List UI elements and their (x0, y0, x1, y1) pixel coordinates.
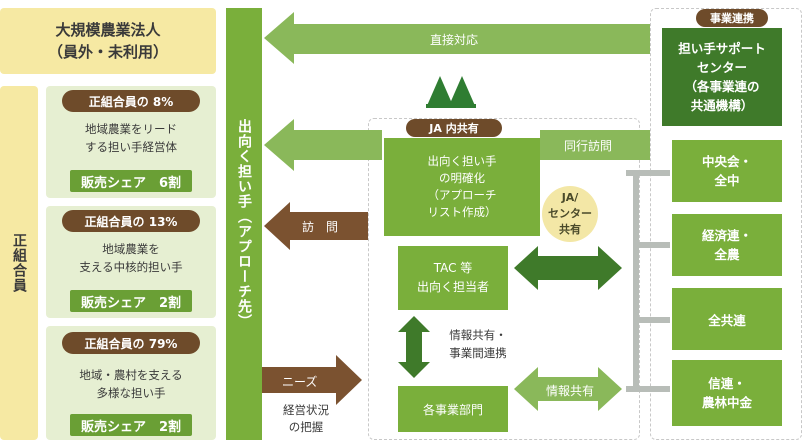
org-4-line1: 信連・ (708, 376, 746, 391)
accompany-extension (540, 130, 650, 160)
group-desc-1: 地域農業をリード する担い手経営体 (46, 120, 216, 156)
support-title-1: 担い手サポート (678, 41, 766, 56)
outreach-column-label: 出向く担い手（アプローチ先） (236, 119, 252, 329)
direct-arrow (264, 12, 650, 64)
group-desc-3a: 地域・農村を支える (79, 368, 183, 382)
support-title-2: センター (696, 60, 747, 75)
share-bar-3: 販売シェア 2割 (70, 414, 192, 436)
shared-line2: センター (548, 207, 592, 220)
accompany-label: 同行訪問 (564, 139, 613, 153)
group-desc-2b: 支える中核的担い手 (79, 260, 183, 274)
share-bar-2: 販売シェア 2割 (70, 290, 192, 312)
group-desc-2: 地域農業を 支える中核的担い手 (46, 240, 216, 276)
support-bracket (626, 170, 670, 392)
org-box-4: 信連・ 農林中金 (672, 360, 782, 426)
clarify-line4: リスト作成） (427, 205, 497, 219)
support-frame (650, 8, 802, 440)
needs-sub: 経営状況 の把握 (266, 402, 346, 436)
group-pill-1: 正組合員の 8% (62, 90, 200, 112)
org-box-1: 中央会・ 全中 (672, 140, 782, 202)
support-title-3: （各事業連の (684, 79, 760, 94)
direct-label: 直接対応 (430, 33, 479, 47)
visit-arrow (264, 202, 368, 250)
needs-arrow (262, 355, 362, 405)
needs-label: ニーズ (282, 375, 318, 389)
group-pill-2: 正組合員の 13% (62, 210, 200, 232)
departments-label: 各事業部門 (422, 402, 483, 417)
group-pill-3: 正組合員の 79% (62, 332, 200, 354)
org-4-line2: 農林中金 (701, 395, 752, 410)
tac-box: TAC 等 出向く担当者 (398, 246, 508, 310)
shared-bubble-text: JA/ センター 共有 (542, 189, 598, 239)
departments-box: 各事業部門 (398, 386, 508, 432)
org-box-2: 経済連・ 全農 (672, 214, 782, 276)
info-share-label: 情報共有 (546, 384, 595, 398)
info-link-label: 情報共有・ 事業間連携 (438, 326, 518, 362)
accompany-arrow (264, 119, 382, 171)
member-group-3: 正組合員の 79% 地域・農村を支える 多様な担い手 販売シェア 2割 (46, 326, 216, 440)
member-group-1: 正組合員の 8% 地域農業をリード する担い手経営体 販売シェア 6割 (46, 86, 216, 198)
support-center-box: 担い手サポート センター （各事業連の 共通機構） (662, 28, 782, 126)
group-desc-1a: 地域農業をリード (85, 122, 177, 136)
members-label: 正組合員 (11, 233, 27, 293)
ja-logo-icon (426, 76, 476, 108)
org-1-line2: 全中 (714, 173, 740, 188)
support-tag: 事業連携 (696, 9, 768, 27)
needs-sub1: 経営状況 (283, 403, 329, 417)
share-bar-1: 販売シェア 6割 (70, 170, 192, 192)
group-desc-3b: 多様な担い手 (96, 386, 166, 400)
shared-line3: 共有 (559, 223, 581, 236)
clarify-line1: 出向く担い手 (427, 154, 497, 168)
visit-label: 訪 問 (302, 220, 339, 234)
needs-sub2: の把握 (288, 420, 324, 434)
tac-line2: 出向く担当者 (416, 280, 489, 294)
members-bar: 正組合員 (0, 86, 38, 440)
ja-inner-frame (368, 118, 640, 440)
tac-double-arrow (514, 246, 622, 290)
tac-line1: TAC 等 (433, 261, 473, 275)
clarify-line3: （アプローチ (427, 188, 497, 202)
org-1-line1: 中央会・ (701, 154, 752, 169)
large-corp-line1: 大規模農業法人 (55, 21, 161, 39)
info-link-line1: 情報共有・ (449, 328, 507, 342)
group-desc-3: 地域・農村を支える 多様な担い手 (46, 366, 216, 402)
group-desc-1b: する担い手経営体 (85, 140, 177, 154)
shared-line1: JA/ (561, 191, 579, 204)
outreach-column: 出向く担い手（アプローチ先） (226, 8, 262, 440)
vertical-double-arrow (398, 316, 430, 378)
org-2-line1: 経済連・ (701, 228, 752, 243)
org-2-line2: 全農 (714, 247, 740, 262)
dept-double-arrow (514, 367, 622, 411)
large-corp-box: 大規模農業法人 （員外・未利用） (0, 8, 216, 74)
clarify-line2: の明確化 (439, 171, 485, 185)
large-corp-line2: （員外・未利用） (47, 43, 168, 61)
shared-bubble (542, 186, 598, 242)
org-box-3: 全共連 (672, 288, 782, 350)
clarify-box: 出向く担い手 の明確化 （アプローチ リスト作成） (384, 138, 540, 236)
support-title-4: 共通機構） (690, 98, 754, 113)
group-desc-2a: 地域農業を (102, 242, 160, 256)
info-link-line2: 事業間連携 (449, 346, 507, 360)
org-3-line1: 全共連 (708, 312, 746, 328)
ja-inner-tag: JA 内共有 (406, 119, 502, 137)
member-group-2: 正組合員の 13% 地域農業を 支える中核的担い手 販売シェア 2割 (46, 206, 216, 318)
